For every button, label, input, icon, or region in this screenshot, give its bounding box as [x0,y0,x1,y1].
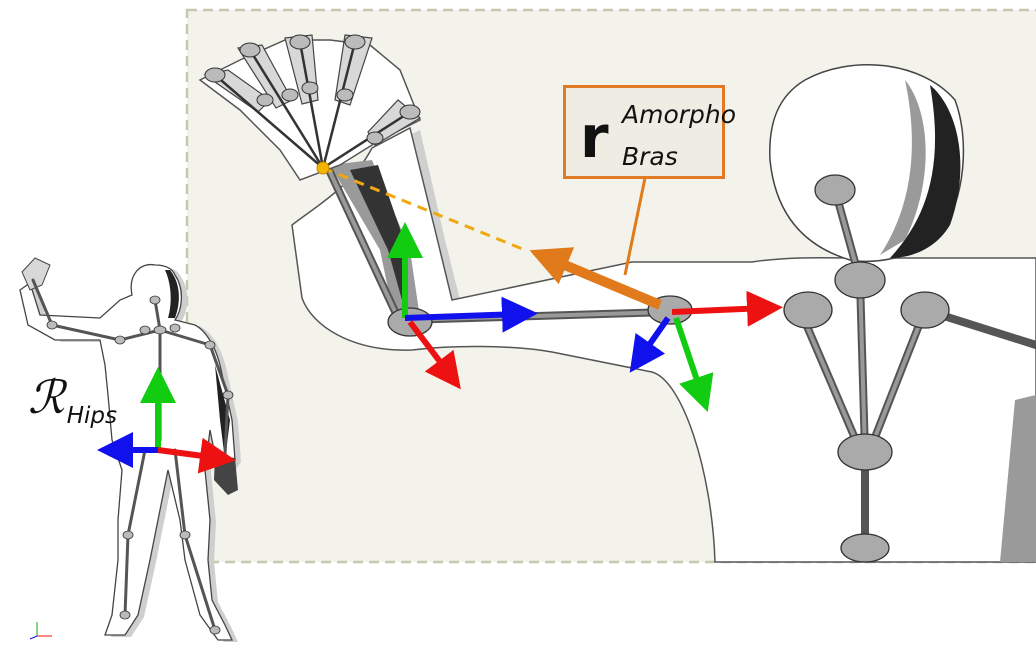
frame-symbol: ℛ [28,370,65,424]
vector-symbol: r [580,108,609,166]
vector-subscript: Bras [622,142,678,171]
vector-superscript: Amorpho [622,100,736,129]
hips-frame-label: ℛHips [28,370,117,424]
coordinate-triad-icon [30,622,52,639]
frame-subscript: Hips [67,403,117,429]
wrist-joint-point [317,162,329,174]
vector-label-box: r Amorpho Bras [563,85,725,179]
